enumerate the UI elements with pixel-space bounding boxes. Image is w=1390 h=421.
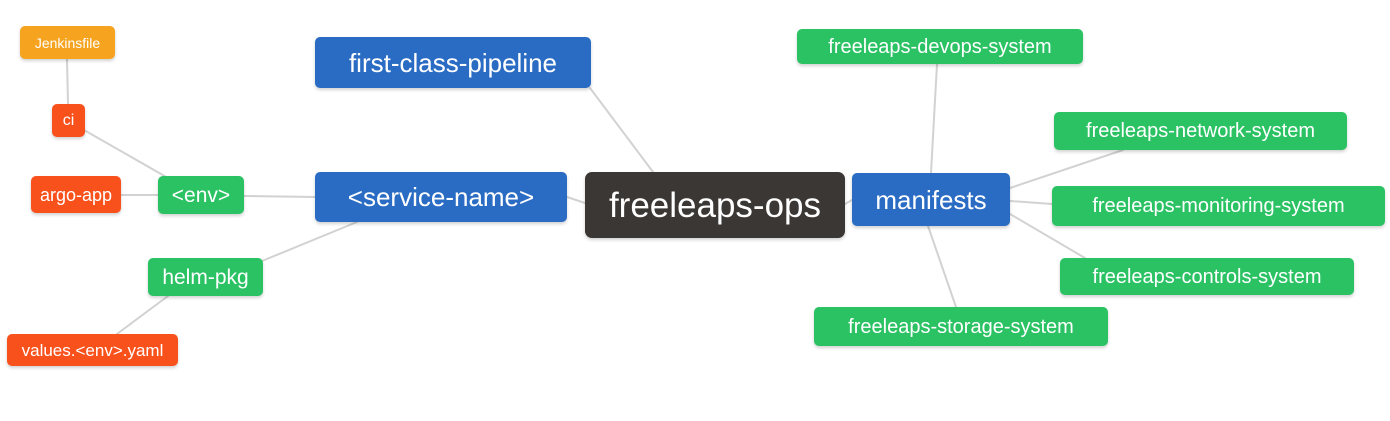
- node-manifests[interactable]: manifests: [852, 173, 1010, 226]
- edge-manifests-network: [1009, 149, 1124, 189]
- edge-helm-pkg-service-name: [261, 221, 358, 262]
- edge-service-name-root: [566, 196, 586, 204]
- node-freeleaps-ops[interactable]: freeleaps-ops: [585, 172, 845, 238]
- node-helm-pkg[interactable]: helm-pkg: [148, 258, 263, 296]
- node-env[interactable]: <env>: [158, 176, 244, 214]
- edge-pipeline-root: [589, 87, 654, 173]
- node-freeleaps-controls-system[interactable]: freeleaps-controls-system: [1060, 258, 1354, 295]
- node-first-class-pipeline[interactable]: first-class-pipeline: [315, 37, 591, 88]
- edge-manifests-controls: [1009, 213, 1086, 259]
- node-argo-app[interactable]: argo-app: [31, 176, 121, 213]
- edge-manifests-storage: [927, 225, 957, 308]
- edge-env-service-name: [243, 195, 316, 198]
- edge-manifests-devops: [930, 63, 938, 174]
- edge-jenkinsfile-ci: [66, 58, 69, 105]
- edge-manifests-monitoring: [1009, 200, 1053, 205]
- node-freeleaps-devops-system[interactable]: freeleaps-devops-system: [797, 29, 1083, 64]
- node-freeleaps-storage-system[interactable]: freeleaps-storage-system: [814, 307, 1108, 346]
- node-values-env-yaml[interactable]: values.<env>.yaml: [7, 334, 178, 366]
- node-freeleaps-monitoring-system[interactable]: freeleaps-monitoring-system: [1052, 186, 1385, 226]
- edge-root-manifests: [844, 199, 853, 205]
- edge-values-helm-pkg: [116, 295, 169, 335]
- node-ci[interactable]: ci: [52, 104, 85, 137]
- node-jenkinsfile[interactable]: Jenkinsfile: [20, 26, 115, 59]
- edge-ci-env: [83, 129, 169, 179]
- node-freeleaps-network-system[interactable]: freeleaps-network-system: [1054, 112, 1347, 150]
- node-service-name[interactable]: <service-name>: [315, 172, 567, 222]
